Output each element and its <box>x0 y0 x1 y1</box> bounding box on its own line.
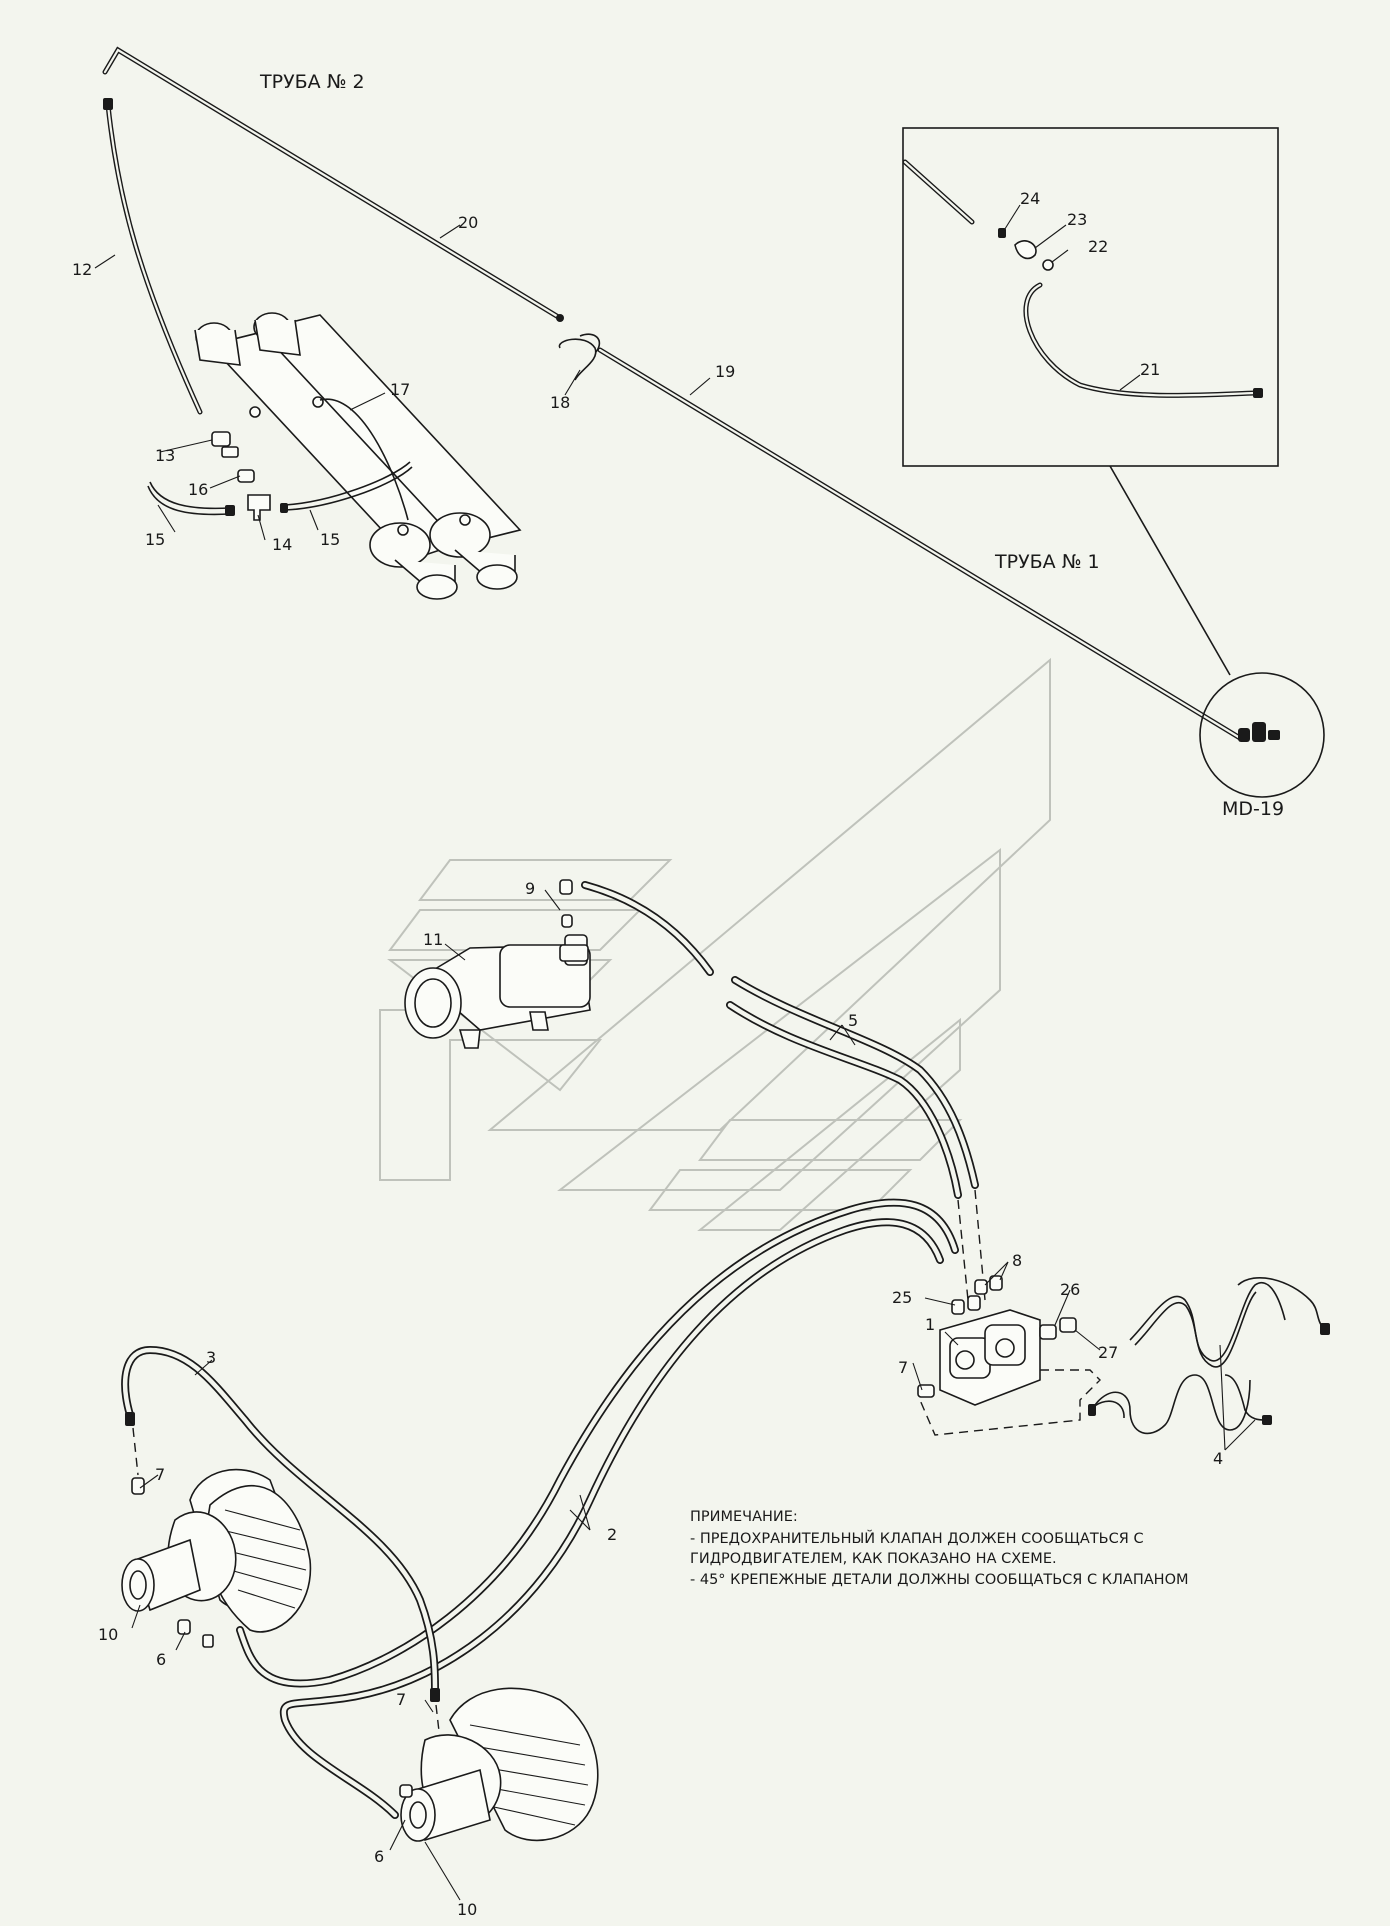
caption-pipe-2: ТРУБА № 2 <box>259 71 365 93</box>
detail-box <box>902 127 1279 467</box>
callout-20: 20 <box>458 213 478 232</box>
callout-9: 9 <box>525 879 535 898</box>
callout-11: 11 <box>423 930 443 949</box>
callout-12: 12 <box>72 260 92 279</box>
watermark-logo <box>379 657 1051 1231</box>
callout-16: 16 <box>188 480 208 499</box>
note-line-1: - ПРЕДОХРАНИТЕЛЬНЫЙ КЛАПАН ДОЛЖЕН СООБЩА… <box>690 1529 1144 1547</box>
callout-15-right: 15 <box>320 530 340 549</box>
callout-13: 13 <box>155 446 175 465</box>
callout-21: 21 <box>1140 360 1160 379</box>
callout-26: 26 <box>1060 1280 1080 1299</box>
callout-4: 4 <box>1213 1449 1223 1468</box>
hoses-15 <box>147 461 413 516</box>
hoses-5 <box>581 881 986 1301</box>
callout-27: 27 <box>1098 1343 1118 1362</box>
callout-23: 23 <box>1067 210 1087 229</box>
hose-12 <box>103 98 203 415</box>
cylinder-assembly-17 <box>194 312 522 600</box>
hose-3 <box>121 1345 441 1741</box>
fitting-18 <box>558 333 601 381</box>
callout-6-lower: 6 <box>374 1847 384 1866</box>
pipe-20 <box>102 46 564 322</box>
callout-7-upper: 7 <box>155 1465 165 1484</box>
callout-2: 2 <box>607 1525 617 1544</box>
motor-11 <box>404 879 591 1049</box>
callout-1: 1 <box>925 1315 935 1334</box>
callout-10-lower: 10 <box>457 1900 477 1919</box>
callout-3: 3 <box>206 1348 216 1367</box>
callout-10-upper: 10 <box>98 1625 118 1644</box>
callout-5: 5 <box>848 1011 858 1030</box>
callout-8: 8 <box>1012 1251 1022 1270</box>
hoses-4 <box>1088 1277 1330 1435</box>
note-title: ПРИМЕЧАНИЕ: <box>690 1509 798 1525</box>
callout-17: 17 <box>390 380 410 399</box>
caption-md19: MD-19 <box>1222 798 1284 820</box>
note-block: ПРИМЕЧАНИЕ: - ПРЕДОХРАНИТЕЛЬНЫЙ КЛАПАН Д… <box>690 1509 1189 1588</box>
note-line-2: ГИДРОДВИГАТЕЛЕМ, КАК ПОКАЗАНО НА СХЕМЕ. <box>690 1551 1057 1567</box>
fittings-13-14-16 <box>211 431 271 521</box>
callout-24: 24 <box>1020 189 1040 208</box>
note-line-3: - 45° КРЕПЕЖНЫЕ ДЕТАЛИ ДОЛЖНЫ СООБЩАТЬСЯ… <box>690 1572 1189 1588</box>
wheel-motor-10-upper <box>121 1468 312 1648</box>
detail-circle-md19 <box>1109 465 1325 798</box>
callout-18: 18 <box>550 393 570 412</box>
wheel-motor-10-lower <box>399 1687 599 1842</box>
callout-7-lower: 7 <box>396 1690 406 1709</box>
control-valve-1 <box>917 1275 1101 1436</box>
callout-22: 22 <box>1088 237 1108 256</box>
caption-pipe-1: ТРУБА № 1 <box>994 551 1100 573</box>
callout-15-left: 15 <box>145 530 165 549</box>
leader-lines <box>94 224 1256 1901</box>
callout-14: 14 <box>272 535 292 554</box>
callout-6-upper: 6 <box>156 1650 166 1669</box>
hoses-2 <box>236 1198 959 1819</box>
callout-25: 25 <box>892 1288 912 1307</box>
pipe-19 <box>597 347 1243 741</box>
callout-19: 19 <box>715 362 735 381</box>
callout-7-valve: 7 <box>898 1358 908 1377</box>
